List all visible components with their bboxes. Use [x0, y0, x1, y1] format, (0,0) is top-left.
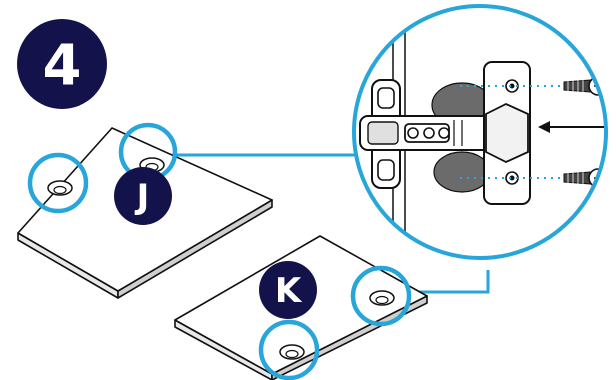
part-badge-k: K — [259, 261, 317, 319]
magnified-callout — [352, 4, 608, 260]
hinge-cup-plate — [483, 61, 531, 205]
plate-j-highlight-left — [27, 152, 89, 214]
screw-guide-lines — [460, 85, 570, 179]
step-badge: 4 — [17, 19, 107, 109]
step-badge-circle — [17, 19, 107, 109]
part-badge-j: J — [114, 167, 172, 225]
plate-k-hole-right — [369, 290, 395, 306]
callout-connectors — [172, 153, 490, 294]
hinge-arm — [359, 115, 501, 151]
direction-arrow-icon — [538, 121, 606, 133]
part-label-k: K — [275, 271, 303, 311]
connector-line-k — [410, 270, 490, 294]
step-number: 4 — [43, 34, 82, 99]
part-label-j: J — [135, 177, 150, 217]
plate-j-hole-left — [47, 180, 73, 196]
plate-k-hole-bottom — [279, 344, 305, 360]
plate-k-highlight-right — [350, 265, 412, 327]
callout-border — [352, 4, 608, 260]
plate-k-highlight-bottom — [258, 319, 320, 380]
